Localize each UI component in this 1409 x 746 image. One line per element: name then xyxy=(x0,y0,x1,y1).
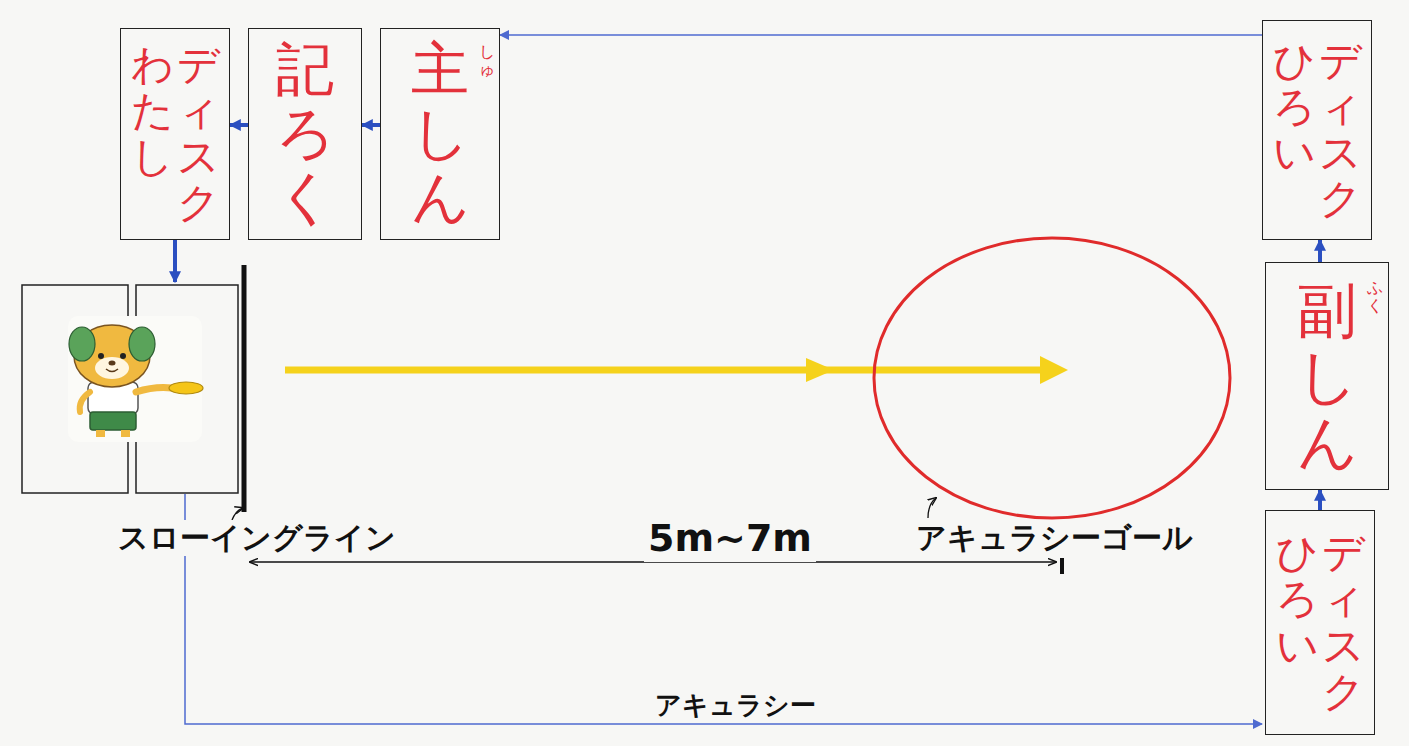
text-column: しゅ xyxy=(479,43,495,78)
text-column: 主しん xyxy=(411,38,469,229)
role-name: 主しん xyxy=(411,38,469,229)
field-label: 5m~7m xyxy=(644,516,816,562)
role-name: 副しん xyxy=(1297,277,1357,475)
role-box: 記ろく xyxy=(248,28,362,240)
throw-arrow xyxy=(285,367,1045,374)
role-box: 副しんふく xyxy=(1265,262,1389,490)
role-name: ディスク ひろい xyxy=(1273,38,1361,223)
role-box: ディスク ひろい xyxy=(1262,20,1372,240)
flow-arrow xyxy=(500,34,1262,36)
role-name: 記ろく xyxy=(276,38,334,229)
text-column: 記ろく xyxy=(276,38,334,229)
role-box: ディスク わたし xyxy=(120,28,230,240)
text-column: ひろい xyxy=(1273,38,1315,177)
text-column: わたし xyxy=(131,42,173,181)
field-label: スローイングライン xyxy=(114,520,400,556)
handover-arrow xyxy=(173,240,177,282)
field-label: アキュラシーゴール xyxy=(912,520,1197,556)
flow-arrow xyxy=(230,123,248,127)
role-box: ディスク ひろい xyxy=(1265,510,1375,735)
goal-tick xyxy=(1060,558,1064,574)
flow-arrow xyxy=(362,123,380,127)
text-column: ディスク xyxy=(1319,38,1361,223)
text-column: 副しん xyxy=(1297,277,1357,475)
text-column: ふく xyxy=(1367,279,1383,314)
leader-arrow xyxy=(928,498,936,518)
flow-arrow xyxy=(1318,490,1322,510)
leader-arrow xyxy=(232,508,243,520)
role-name: ディスク ひろい xyxy=(1276,530,1364,715)
text-column: ディスク xyxy=(177,42,219,227)
role-name: ディスク わたし xyxy=(131,42,219,227)
throwing-line xyxy=(242,265,247,512)
furigana: しゅ xyxy=(479,43,495,78)
flow-arrow xyxy=(1318,240,1322,262)
field-label: アキュラシー xyxy=(651,690,820,721)
mascot-thrower xyxy=(68,316,203,442)
role-box: 主しんしゅ xyxy=(380,28,500,240)
text-column: ディスク xyxy=(1322,530,1364,715)
furigana: ふく xyxy=(1367,279,1383,314)
throw-arrowhead xyxy=(1040,356,1068,384)
accuracy-goal-circle xyxy=(874,238,1230,518)
throw-arrowhead xyxy=(806,358,834,382)
text-column: ひろい xyxy=(1276,530,1318,669)
